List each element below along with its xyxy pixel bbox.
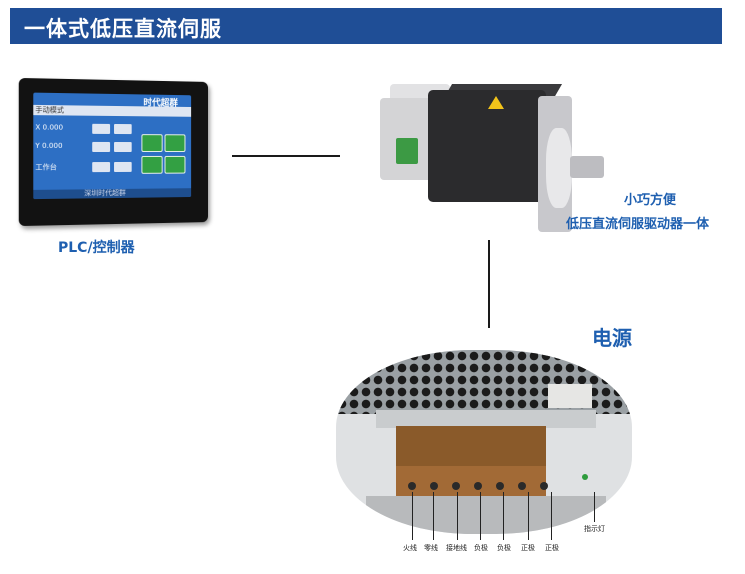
- flange-face: [546, 128, 572, 208]
- plc-caption: PLC/控制器: [58, 240, 135, 256]
- plc-footer-text: 深圳时代超群: [84, 188, 126, 198]
- plc-mode-label: 手动模式: [35, 105, 65, 115]
- plc-screen-button: [114, 161, 132, 173]
- screw-icon: [408, 482, 416, 490]
- connector-motor-power: [488, 240, 490, 328]
- screw-icon: [540, 482, 548, 490]
- green-terminal-block: [396, 138, 418, 164]
- indicator-led-icon: [582, 474, 588, 480]
- plc-mode-bar: 手动模式: [33, 104, 192, 117]
- terminal-label-ground: 接地线: [446, 544, 467, 552]
- plc-row-y: Y 0.000: [35, 141, 63, 150]
- indicator-label: 指示灯: [584, 525, 605, 533]
- terminal-label-neutral: 零线: [424, 544, 438, 552]
- plc-footer: 深圳时代超群: [33, 188, 192, 200]
- plc-screen: 时代超群 手动模式 X 0.000 Y 0.000 工作台 深圳时代超群: [33, 92, 192, 200]
- motor-caption-line2: 低压直流伺服驱动器一体: [566, 217, 710, 232]
- psu-sticker: [548, 384, 592, 408]
- power-caption: 电源: [592, 326, 632, 350]
- terminal-pointer-line: [480, 492, 481, 540]
- plc-screen-button: [92, 141, 111, 152]
- screw-icon: [452, 482, 460, 490]
- header-banner: 一体式低压直流伺服: [10, 8, 722, 44]
- plc-screen-button: [92, 162, 111, 173]
- motor-body: [428, 90, 546, 202]
- plc-row-table: 工作台: [35, 163, 57, 172]
- screw-icon: [430, 482, 438, 490]
- terminal-label-live: 火线: [403, 544, 417, 552]
- servo-motor-image: [370, 68, 610, 238]
- terminal-label-negative-1: 负极: [474, 544, 488, 552]
- plc-screen-button: [114, 123, 132, 135]
- connector-plc-motor: [232, 155, 340, 157]
- terminal-label-negative-2: 负极: [497, 544, 511, 552]
- terminal-pointer-line: [412, 492, 413, 540]
- plc-green-button: [141, 134, 163, 152]
- terminal-label-positive-2: 正极: [545, 544, 559, 552]
- motor-caption-line1: 小巧方便: [624, 193, 677, 208]
- plc-green-button: [164, 155, 186, 174]
- terminal-pointer-line: [528, 492, 529, 540]
- plc-controller-device: 时代超群 手动模式 X 0.000 Y 0.000 工作台 深圳时代超群: [18, 77, 208, 227]
- warning-triangle-icon: [488, 96, 504, 109]
- page-title: 一体式低压直流伺服: [24, 17, 222, 41]
- psu-terminal-cover: [396, 426, 546, 466]
- indicator-pointer-line: [594, 492, 595, 522]
- plc-green-button: [164, 134, 186, 152]
- psu-shelf: [376, 410, 596, 428]
- screw-icon: [474, 482, 482, 490]
- plc-screen-button: [114, 141, 132, 152]
- terminal-pointer-line: [503, 492, 504, 540]
- terminal-label-positive-1: 正极: [521, 544, 535, 552]
- terminal-pointer-line: [457, 492, 458, 540]
- power-supply-image: [336, 350, 632, 534]
- plc-row-x: X 0.000: [35, 123, 64, 132]
- psu-terminal-block: [396, 466, 546, 496]
- plc-green-button: [141, 155, 163, 174]
- motor-shaft: [570, 156, 604, 178]
- plc-screen-button: [92, 123, 111, 134]
- screw-icon: [496, 482, 504, 490]
- terminal-pointer-line: [551, 492, 552, 540]
- psu-base: [366, 496, 606, 534]
- terminal-pointer-line: [433, 492, 434, 540]
- screw-icon: [518, 482, 526, 490]
